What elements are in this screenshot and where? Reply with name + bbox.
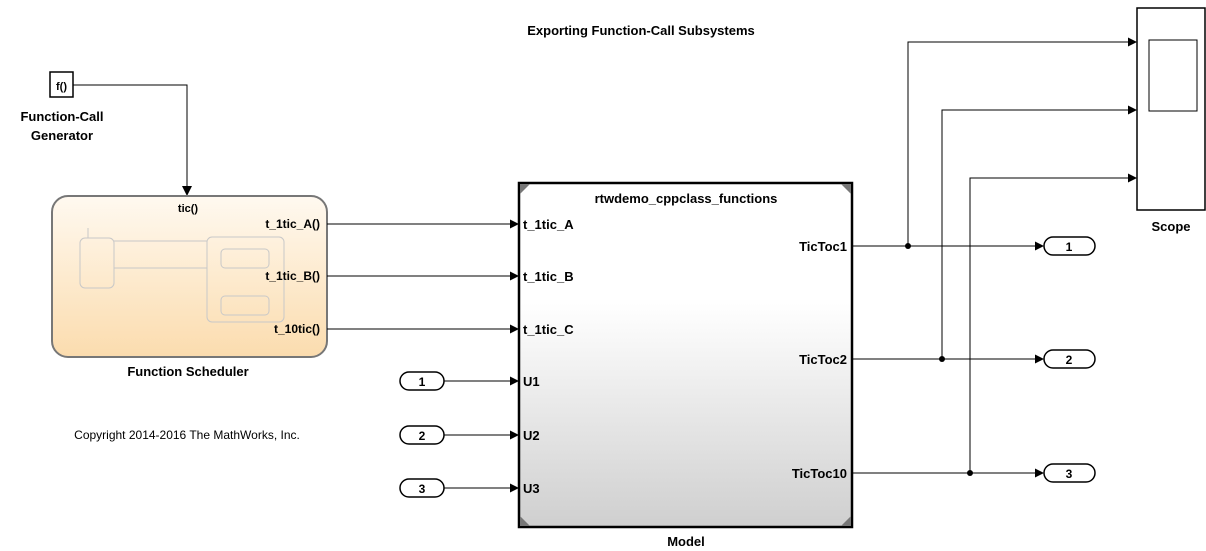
inport-number: 2 (419, 429, 426, 443)
outport-number: 1 (1066, 240, 1073, 254)
model-reference-block[interactable]: rtwdemo_cppclass_functions t_1tic_A t_1t… (517, 181, 854, 529)
scope-block[interactable] (1136, 7, 1206, 211)
model-input-port-label: U3 (523, 481, 540, 496)
function-call-generator-label-line2: Generator (31, 128, 93, 143)
outport-number: 3 (1066, 467, 1073, 481)
wire-arrow (1035, 468, 1044, 478)
model-output-port-label: TicToc2 (799, 352, 847, 367)
chart-thumbnail-icon (79, 228, 285, 323)
function-call-generator-block[interactable]: f() (49, 71, 74, 98)
model-input-port-label: U2 (523, 428, 540, 443)
inport-block[interactable]: 1 (399, 371, 445, 391)
scope-branch-wire (941, 109, 1128, 359)
diagram-title: Exporting Function-Call Subsystems (527, 23, 755, 38)
trigger-arrow (182, 186, 192, 196)
wire-arrow (510, 483, 519, 493)
function-scheduler-block[interactable]: tic() t_1tic_A() t_1tic_B() t_10tic() (51, 195, 328, 358)
wire-arrow (510, 324, 519, 334)
inport-number: 3 (419, 482, 426, 496)
scheduler-input-port-label: tic() (178, 203, 199, 215)
model-input-port-label: t_1tic_A (523, 217, 574, 232)
scope-branch-wire (969, 177, 1128, 473)
model-input-port-label: U1 (523, 374, 540, 389)
scope-display-icon (1148, 39, 1198, 112)
inport-block[interactable]: 2 (399, 425, 445, 445)
function-scheduler-label: Function Scheduler (127, 364, 248, 379)
trigger-wire (73, 84, 188, 186)
wire-arrow (510, 271, 519, 281)
scope-label: Scope (1151, 219, 1190, 234)
branch-point (939, 356, 945, 362)
copyright-text: Copyright 2014-2016 The MathWorks, Inc. (74, 428, 300, 442)
wire-arrow (1128, 37, 1137, 47)
scope-branch-wire (907, 41, 1128, 246)
outport-number: 2 (1066, 353, 1073, 367)
model-input-port-label: t_1tic_B (523, 269, 574, 284)
wire-arrow (1035, 354, 1044, 364)
model-label: Model (667, 534, 705, 549)
model-output-port-label: TicToc1 (799, 239, 847, 254)
wire-arrow (1035, 241, 1044, 251)
branch-point (967, 470, 973, 476)
model-output-port-label: TicToc10 (792, 466, 847, 481)
model-input-port-label: t_1tic_C (523, 322, 574, 337)
function-call-generator-label-line1: Function-Call (20, 109, 103, 124)
outport-block[interactable]: 2 (1043, 349, 1096, 369)
outport-block[interactable]: 3 (1043, 463, 1096, 483)
wire-arrow (1128, 105, 1137, 115)
wire-arrow (1128, 173, 1137, 183)
outport-block[interactable]: 1 (1043, 236, 1096, 256)
scheduler-output-port-label: t_1tic_A() (265, 217, 320, 231)
inport-block[interactable]: 3 (399, 478, 445, 498)
wire-arrow (510, 219, 519, 229)
function-call-icon-text: f() (56, 81, 67, 93)
inport-number: 1 (419, 375, 426, 389)
model-corner-marks (520, 184, 851, 526)
scheduler-output-port-label: t_10tic() (274, 322, 320, 336)
wire-arrow (510, 376, 519, 386)
wire-arrow (510, 430, 519, 440)
model-reference-name: rtwdemo_cppclass_functions (595, 191, 778, 206)
branch-point (905, 243, 911, 249)
scheduler-output-port-label: t_1tic_B() (265, 269, 320, 283)
